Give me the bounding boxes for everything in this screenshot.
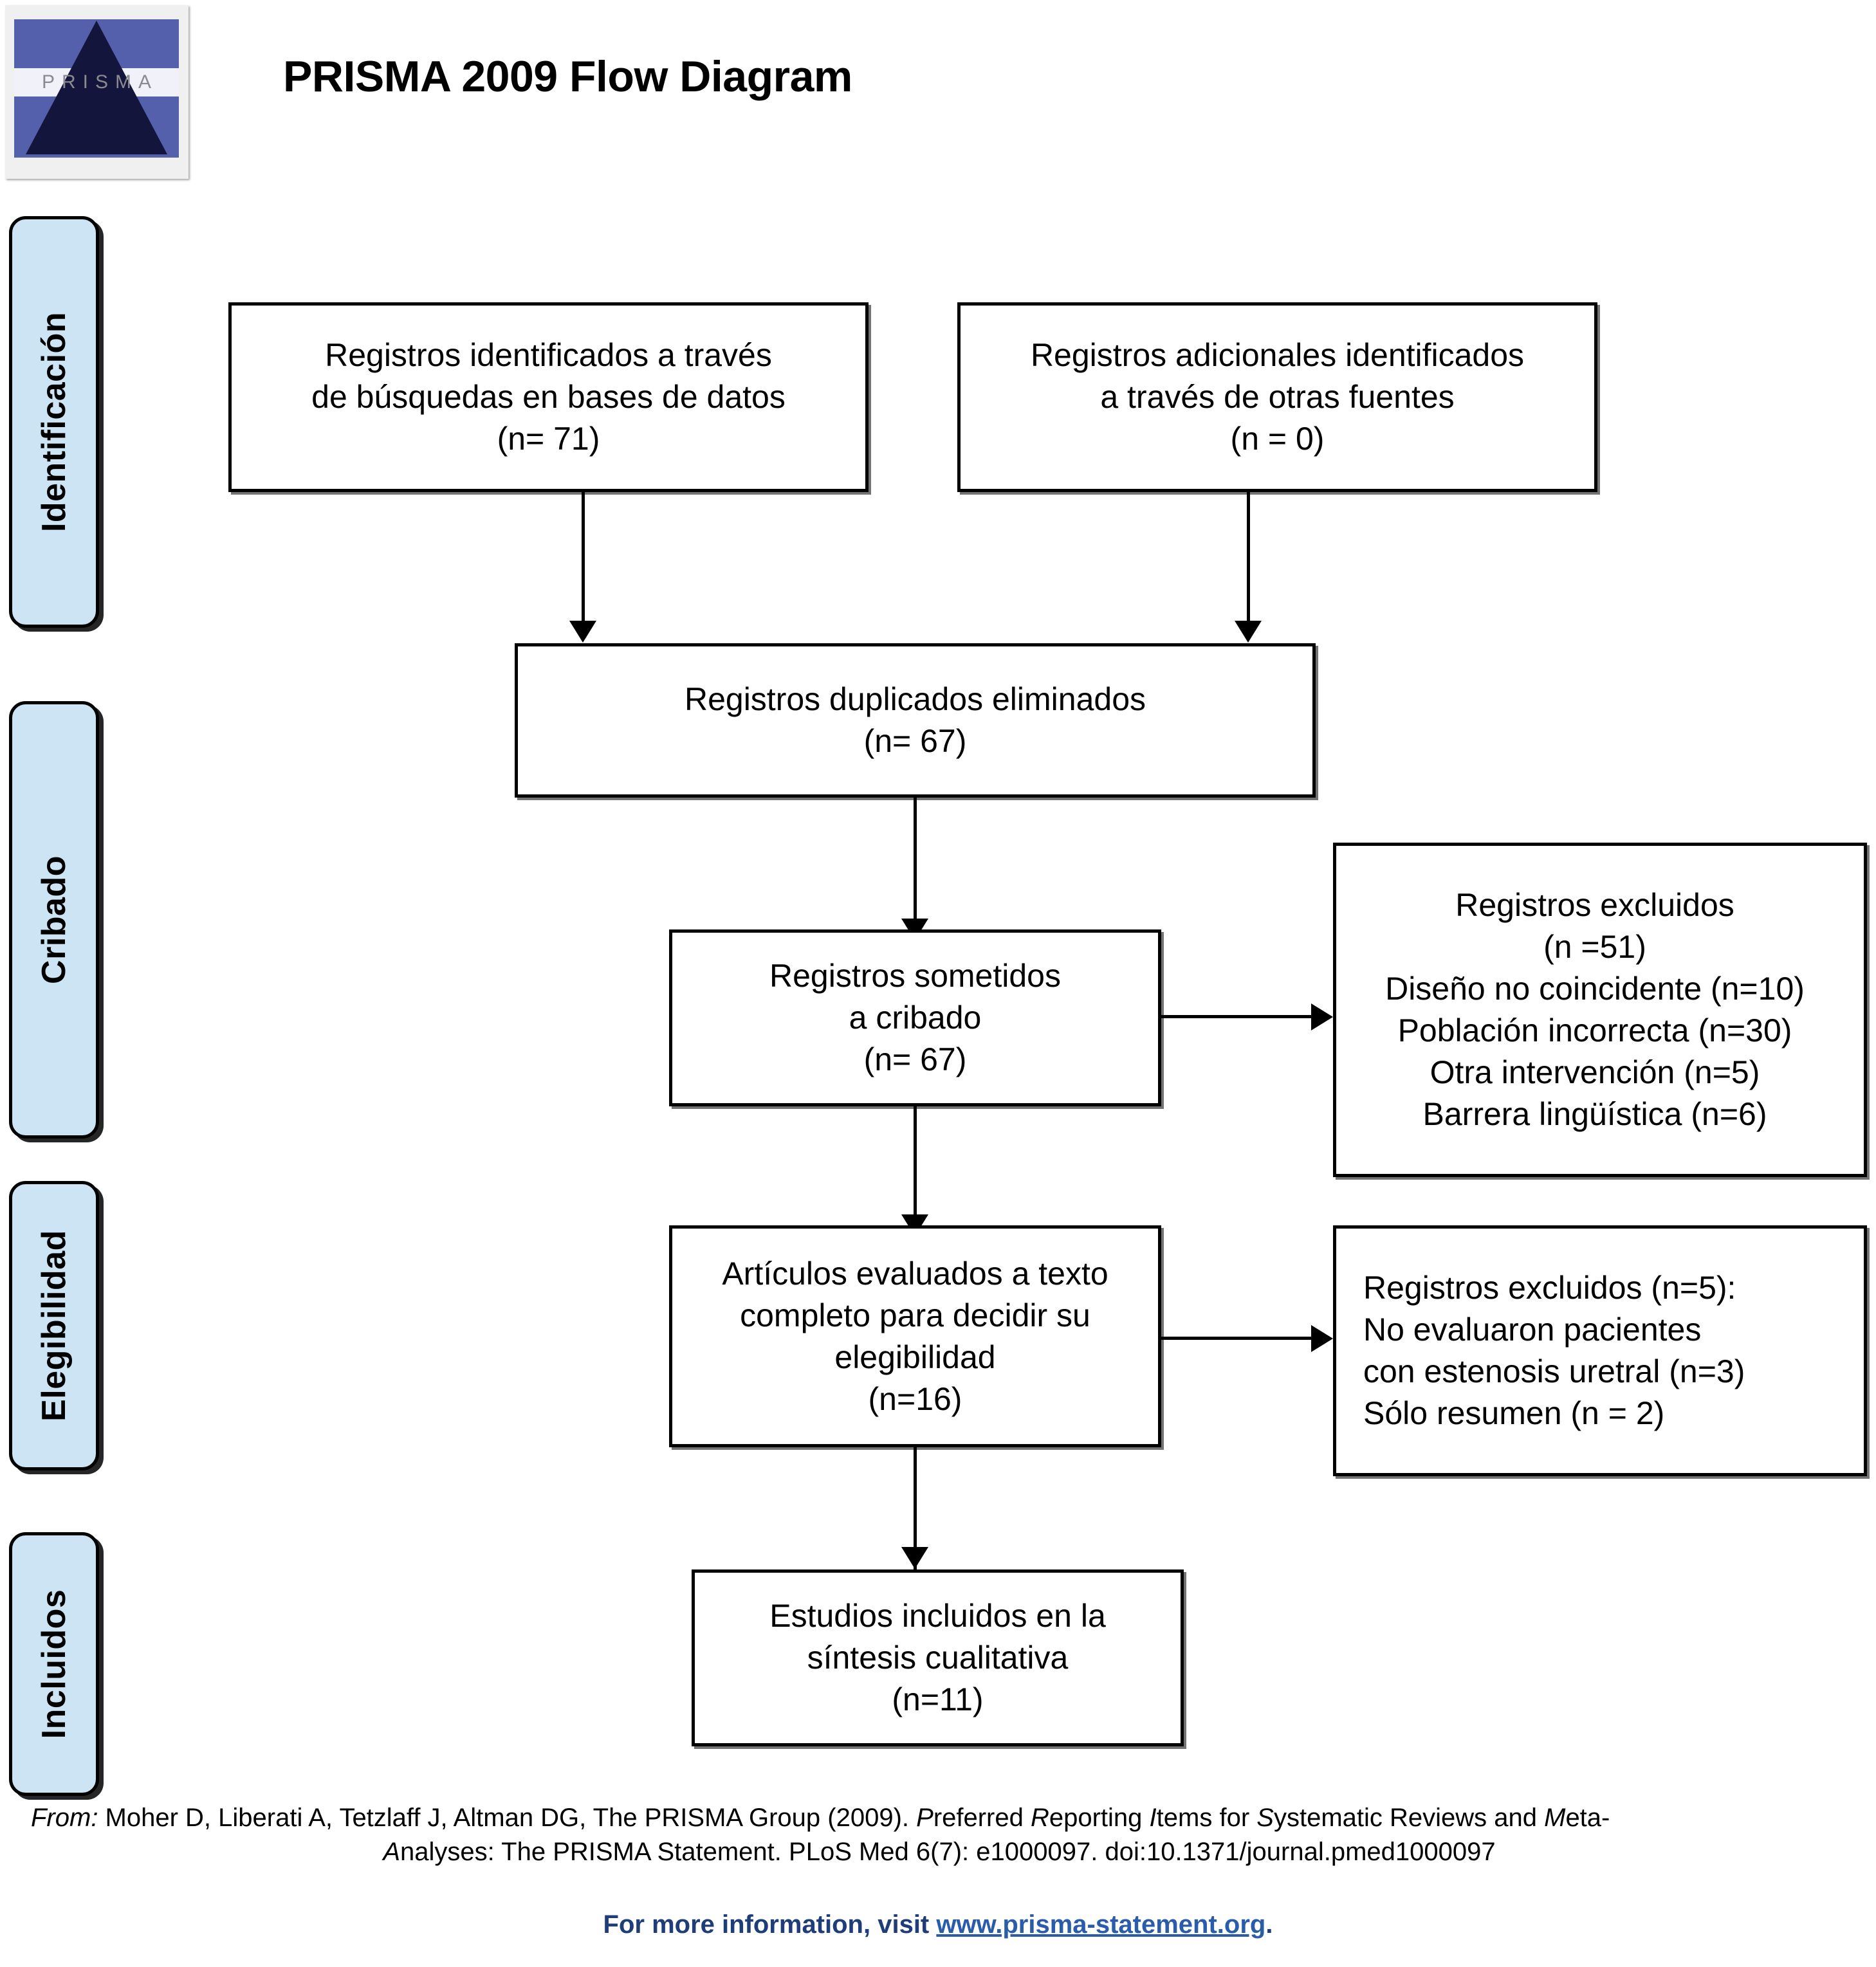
stage-label-elegibilidad: Elegibilidad	[9, 1181, 99, 1470]
footer-more-info-prefix: For more information, visit	[603, 1910, 937, 1939]
footer-italic-s: S	[1256, 1804, 1274, 1832]
footer-citation-eta: eta-	[1565, 1804, 1610, 1832]
box-studies-included: Estudios incluidos en la síntesis cualit…	[692, 1569, 1184, 1746]
footer-more-info-suffix: .	[1265, 1910, 1273, 1939]
footer-citation-eporting: eporting	[1049, 1804, 1150, 1832]
box-records-screened-text: Registros sometidos a cribado (n= 67)	[769, 958, 1061, 1077]
stage-label-cribado: Cribado	[9, 701, 99, 1139]
prisma-statement-link[interactable]: www.prisma-statement.org	[936, 1910, 1266, 1939]
stage-label-elegibilidad-text: Elegibilidad	[35, 1230, 73, 1422]
footer-from-label: From:	[31, 1804, 98, 1832]
connector-fulltext-to-excluded	[1161, 1337, 1316, 1340]
prisma-logo-triangle	[26, 21, 167, 154]
box-studies-included-text: Estudios incluidos en la síntesis cualit…	[769, 1598, 1106, 1717]
box-records-excluded-screening-text: Registros excluidos (n =51) Diseño no co…	[1385, 887, 1805, 1132]
box-records-identified-other-sources: Registros adicionales identificados a tr…	[957, 302, 1597, 492]
connector-other-to-duplicates	[1247, 492, 1250, 635]
footer-italic-i: I	[1149, 1804, 1157, 1832]
arrowhead-fulltext-to-included	[901, 1547, 928, 1569]
arrowhead-other-to-duplicates	[1235, 621, 1262, 643]
box-fulltext-assessed: Artículos evaluados a texto completo par…	[669, 1225, 1161, 1447]
box-records-excluded-screening: Registros excluidos (n =51) Diseño no co…	[1333, 843, 1867, 1177]
footer-italic-p: P	[916, 1804, 933, 1832]
arrowhead-screened-to-excluded	[1311, 1003, 1333, 1030]
connector-screened-to-fulltext	[914, 1106, 917, 1229]
stage-label-incluidos: Incluidos	[9, 1532, 99, 1796]
box-records-identified-other-sources-text: Registros adicionales identificados a tr…	[1030, 337, 1525, 457]
prisma-logo-wordmark: PRISMA	[41, 71, 159, 93]
connector-screened-to-excluded	[1161, 1015, 1316, 1018]
prisma-logo: PRISMA	[5, 5, 189, 179]
footer-citation-tems: tems for	[1156, 1804, 1257, 1832]
connector-duplicates-to-screened	[914, 798, 917, 933]
footer-citation-line2: nalyses: The PRISMA Statement. PLoS Med …	[400, 1837, 1496, 1866]
footer-citation: From: Moher D, Liberati A, Tetzlaff J, A…	[26, 1801, 1853, 1869]
footer-italic-r: R	[1030, 1804, 1049, 1832]
stage-label-incluidos-text: Incluidos	[35, 1589, 73, 1739]
box-records-identified-databases: Registros identificados a través de búsq…	[228, 302, 869, 492]
box-duplicates-removed: Registros duplicados eliminados (n= 67)	[515, 643, 1316, 798]
footer-italic-m: M	[1544, 1804, 1566, 1832]
footer-citation-authors: Moher D, Liberati A, Tetzlaff J, Altman …	[98, 1804, 917, 1832]
stage-label-cribado-text: Cribado	[35, 855, 73, 984]
stage-label-identificacion: Identificación	[9, 216, 99, 628]
connector-fulltext-to-included	[914, 1447, 917, 1569]
box-records-identified-databases-text: Registros identificados a través de búsq…	[311, 337, 786, 457]
page-title: PRISMA 2009 Flow Diagram	[283, 52, 852, 101]
box-fulltext-assessed-text: Artículos evaluados a texto completo par…	[722, 1255, 1108, 1417]
footer-italic-a: A	[383, 1837, 401, 1866]
box-records-screened: Registros sometidos a cribado (n= 67)	[669, 929, 1161, 1106]
connector-db-to-duplicates	[582, 492, 585, 635]
arrowhead-fulltext-to-excluded	[1311, 1325, 1333, 1352]
arrowhead-db-to-duplicates	[569, 621, 596, 643]
footer-more-info: For more information, visit www.prisma-s…	[0, 1910, 1876, 1939]
stage-label-identificacion-text: Identificación	[35, 311, 73, 533]
prisma-logo-graphic: PRISMA	[14, 19, 179, 158]
footer-citation-ystematic: ystematic Reviews and	[1273, 1804, 1545, 1832]
box-records-excluded-fulltext: Registros excluidos (n=5): No evaluaron …	[1333, 1225, 1867, 1476]
footer-citation-referred: referred	[933, 1804, 1031, 1832]
box-duplicates-removed-text: Registros duplicados eliminados (n= 67)	[684, 681, 1146, 759]
box-records-excluded-fulltext-text: Registros excluidos (n=5): No evaluaron …	[1363, 1270, 1745, 1431]
